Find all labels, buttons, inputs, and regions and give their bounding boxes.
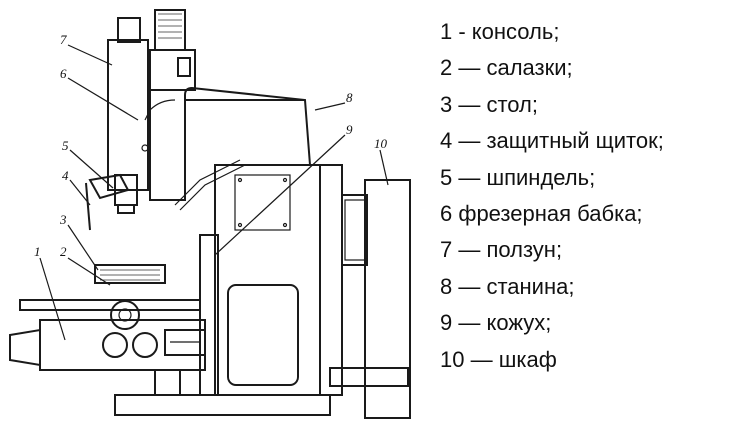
- electrical-cabinet: [364, 179, 411, 419]
- frame-side-block: [319, 164, 343, 396]
- legend-item: 1 - консоль;: [440, 19, 560, 44]
- legend-item: 2 — салазки;: [440, 55, 573, 81]
- parts-legend: 1 - консоль; 2 — салазки; 3 — стол; 4 — …: [440, 14, 730, 378]
- machine-base: [114, 394, 331, 416]
- legend-item: 7 — ползун;: [440, 237, 563, 263]
- legend-item: 8 — станина;: [440, 273, 575, 299]
- cabinet-handle: [329, 367, 409, 387]
- callout-1: 1: [34, 244, 41, 259]
- motor-top: [154, 9, 186, 51]
- gear-lower-right: [132, 332, 158, 358]
- protective-shield: [88, 173, 130, 200]
- callout-8: 8: [346, 90, 353, 105]
- callout-9: 9: [346, 122, 353, 137]
- callout-4: 4: [62, 168, 69, 183]
- frame-door: [227, 284, 299, 386]
- legend-item: 6 фрезерная бабка;: [440, 201, 643, 227]
- callout-3: 3: [59, 212, 67, 227]
- legend-item: 3 — стол;: [440, 91, 538, 117]
- callout-6: 6: [60, 66, 67, 81]
- callout-2: 2: [60, 244, 67, 259]
- knee: [39, 319, 206, 371]
- legend-item: 4 — защитный щиток;: [440, 128, 664, 154]
- legend-item: 9 — кожух;: [440, 310, 552, 336]
- gear-lower-left: [102, 332, 128, 358]
- motor-flange: [341, 194, 368, 266]
- frame-panel: [234, 174, 291, 231]
- legend-item: 5 — шпиндель;: [440, 164, 596, 190]
- legend-item: 10 — шкаф: [440, 346, 557, 372]
- milling-machine-drawing: 1 2 3 4 5 6 7 8 9 10: [9, 9, 411, 419]
- head-housing: [149, 86, 320, 201]
- callout-10: 10: [374, 136, 388, 151]
- work-table: [94, 264, 166, 284]
- callout-5: 5: [62, 138, 69, 153]
- ram: [107, 39, 149, 191]
- gear-large: [110, 300, 140, 330]
- machine-frame: [214, 164, 321, 396]
- callout-7: 7: [60, 32, 67, 47]
